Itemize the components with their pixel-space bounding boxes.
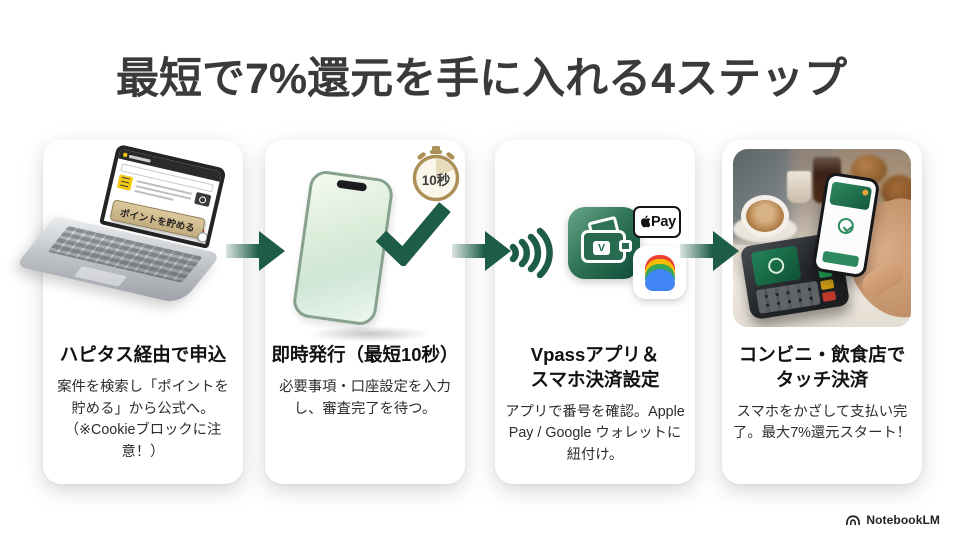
payment-phone-screen <box>814 174 878 276</box>
phone-card-graphic <box>829 181 873 211</box>
right-arrow-icon <box>680 231 739 271</box>
paper-cup <box>787 171 811 203</box>
vpass-app-icon: V <box>568 207 640 279</box>
terminal-logo <box>767 256 786 275</box>
stopwatch-label: 10秒 <box>421 173 451 188</box>
wallet-clasp <box>619 240 632 252</box>
apple-pay-label: Pay <box>651 214 676 230</box>
step-1-title: ハピタス経由で申込 <box>59 344 227 365</box>
step-1-body: 案件を検索し「ポイントを貯める」から公式へ。（※Cookieブロックに注意！） <box>57 378 229 460</box>
google-wallet-icon <box>633 246 686 299</box>
terminal-keypad <box>755 280 821 315</box>
hapitas-logo-dot <box>122 152 128 158</box>
checkmark-icon <box>375 202 451 266</box>
tap-payment-photo <box>733 149 911 327</box>
latte-cup <box>741 195 789 237</box>
step-card-4: コンビニ・飲食店で タッチ決済 スマホをかざして支払い完了。最大7%還元スタート… <box>722 140 922 484</box>
terminal-screen <box>750 245 802 287</box>
contactless-waves-icon <box>509 227 553 279</box>
phone-notch <box>336 179 368 192</box>
apple-logo-icon <box>641 214 651 227</box>
stopwatch-icon: 10秒 <box>409 145 463 203</box>
step-2-body: 必要事項・口座設定を入力し、審査完了を待つ。 <box>279 378 451 417</box>
phone-pay-button <box>821 250 860 268</box>
phone-shadow <box>307 326 431 342</box>
terminal-clear-key <box>820 279 835 291</box>
notebooklm-brand: NotebookLM <box>845 513 940 527</box>
search-icon <box>194 191 212 207</box>
right-arrow-icon <box>452 231 511 271</box>
cursor-icon <box>196 231 209 244</box>
step-card-1: ポイントを貯める ハピタス経由で申込 案件を検索し「ポイントを貯める」から公式へ… <box>15 140 243 484</box>
notebooklm-label: NotebookLM <box>866 513 940 527</box>
step-2-title: 即時発行（最短10秒） <box>271 344 459 365</box>
page-title: 最短で7%還元を手に入れる4ステップ <box>115 55 848 103</box>
phone-check-icon <box>836 216 855 236</box>
step-card-3: V Pay Vpassアプリ＆ スマホ決済設定 アプリで番号を確認。Apple … <box>495 140 695 484</box>
step-card-2: 10秒 即時発行（最短10秒） 必要事項・口座設定を入力し、審査完了を待つ。 <box>265 140 465 484</box>
step-4-title: コンビニ・飲食店で タッチ決済 <box>738 344 906 390</box>
google-wallet-band-blue <box>644 268 675 291</box>
right-arrow-icon <box>226 231 285 271</box>
laptop-illustration: ポイントを貯める <box>15 143 229 332</box>
deal-icon <box>116 174 134 191</box>
step-4-body: スマホをかざして支払い完了。最大7%還元スタート！ <box>733 403 911 442</box>
step-3-body: アプリで番号を確認。Apple Pay / Google ウォレットに紐付け。 <box>505 403 685 463</box>
vpass-v-badge: V <box>593 241 610 255</box>
notebooklm-logo-icon <box>846 514 861 525</box>
terminal-cancel-key <box>821 290 837 302</box>
step-3-title: Vpassアプリ＆ スマホ決済設定 <box>530 344 660 390</box>
apple-pay-badge: Pay <box>633 206 681 238</box>
